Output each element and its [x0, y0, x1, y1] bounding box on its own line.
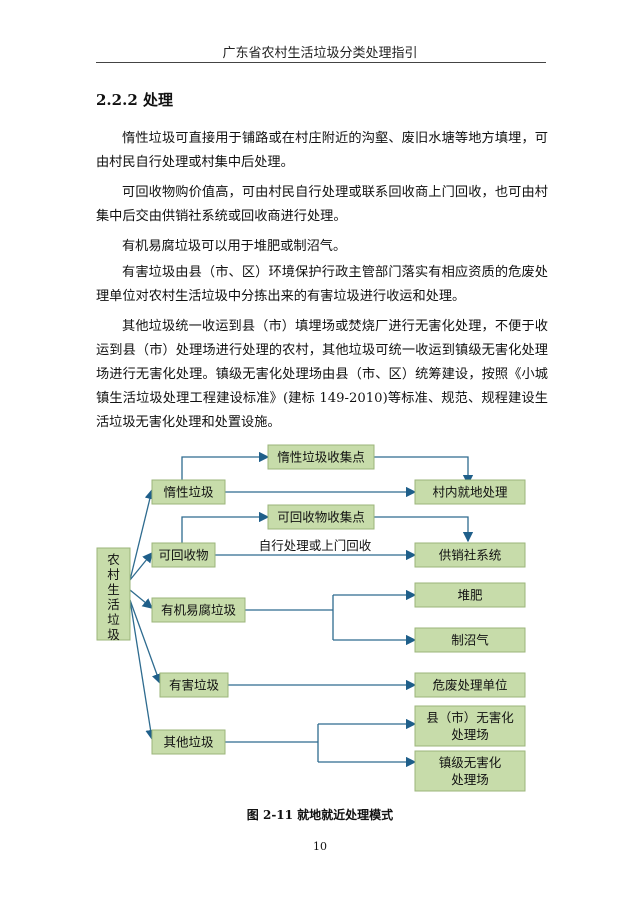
- arrow-root-other: [129, 599, 156, 741]
- paragraph-hazardous: 有害垃圾由县（市、区）环境保护行政主管部门落实有相应资质的危废处理单位对农村生活…: [96, 265, 548, 304]
- arrow-inert-collect: [181, 451, 270, 480]
- section-title: 2.2.2 处理: [96, 91, 173, 109]
- page-number: 10: [313, 840, 327, 853]
- node-compost-label: 堆肥: [457, 588, 483, 603]
- node-hazardous-box: [159, 672, 229, 698]
- edge-label-self-process: 自行处理或上门回收: [259, 538, 372, 553]
- node-organic-box: [151, 597, 246, 623]
- node-root-char: 活: [107, 597, 120, 612]
- arrow-collect-coop: [374, 516, 474, 543]
- node-biogas-box: [414, 627, 526, 653]
- node-recyclable-collect-box: [267, 504, 375, 530]
- node-root-char: 农: [107, 552, 120, 567]
- header-divider: [96, 62, 546, 63]
- arrow-root-recyclable: [129, 551, 153, 581]
- node-other-box: [151, 729, 226, 755]
- node-recyclable-label: 可回收物: [158, 548, 208, 563]
- node-root-char: 垃: [107, 612, 120, 627]
- node-recyclable-collect-label: 可回收物收集点: [277, 510, 365, 525]
- paragraph-inert: 惰性垃圾可直接用于铺路或在村庄附近的沟壑、废旧水塘等地方填埋，可由村民自行处理或…: [96, 131, 548, 170]
- flow-diagram-svg: 农村生活垃圾 惰性垃圾 惰性垃圾收集点 村内就地处理 可回收物 可回收物收集点 …: [96, 444, 526, 792]
- node-coop-box: [414, 542, 526, 568]
- node-organic-label: 有机易腐垃圾: [161, 603, 237, 618]
- node-county-label-line2: 处理场: [451, 727, 489, 742]
- paragraph-organic: 有机易腐垃圾可以用于堆肥或制沼气。: [122, 239, 347, 254]
- node-hazard-unit-label: 危废处理单位: [432, 678, 507, 693]
- arrow-collect-village: [374, 456, 474, 486]
- node-other-label: 其他垃圾: [163, 735, 214, 750]
- arrow-recyclable-collect: [181, 511, 270, 543]
- node-village-label: 村内就地处理: [432, 485, 508, 500]
- arrow-root-organic: [129, 589, 154, 609]
- node-inert-collect-label: 惰性垃圾收集点: [277, 450, 365, 465]
- node-town-label-line1: 镇级无害化: [439, 755, 502, 770]
- node-hazard-unit-box: [414, 672, 526, 698]
- figure-caption: 图 2-11 就地就近处理模式: [246, 808, 394, 822]
- node-county-label-line1: 县（市）无害化: [426, 710, 514, 725]
- node-boxes: [96, 444, 526, 792]
- paragraph-other: 其他垃圾统一收运到县（市）填埋场或焚烧厂进行无害化处理，不便于收运到县（市）处理…: [96, 319, 548, 430]
- node-county-box: [414, 705, 526, 747]
- node-inert-collect-box: [267, 444, 375, 470]
- node-town-box: [414, 750, 526, 792]
- node-root-box: [96, 547, 131, 641]
- paragraph-recyclable: 可回收物购价值高，可由村民自行处理或联系回收商上门回收，也可由村集中后交由供销社…: [96, 185, 548, 224]
- connector-lines: [129, 451, 474, 768]
- node-root-char: 圾: [107, 627, 120, 642]
- node-inert-label: 惰性垃圾: [163, 485, 214, 500]
- flow-diagram: 农村生活垃圾 惰性垃圾 惰性垃圾收集点 村内就地处理 可回收物 可回收物收集点 …: [90, 440, 540, 795]
- arrow-root-inert: [129, 488, 155, 581]
- node-root-label: 农村生活垃圾: [107, 552, 120, 642]
- node-root-char: 村: [107, 567, 120, 582]
- node-town-label-line2: 处理场: [451, 772, 489, 787]
- node-inert-box: [151, 479, 226, 505]
- node-biogas-label: 制沼气: [451, 633, 489, 648]
- node-recyclable-box: [151, 542, 216, 568]
- node-root-char: 生: [107, 582, 120, 597]
- arrow-root-hazardous: [129, 599, 162, 685]
- page-header: 广东省农村生活垃圾分类处理指引: [222, 46, 418, 61]
- node-coop-label: 供销社系统: [439, 548, 502, 563]
- node-hazardous-label: 有害垃圾: [169, 678, 220, 693]
- node-compost-box: [414, 582, 526, 608]
- node-village-box: [414, 479, 526, 505]
